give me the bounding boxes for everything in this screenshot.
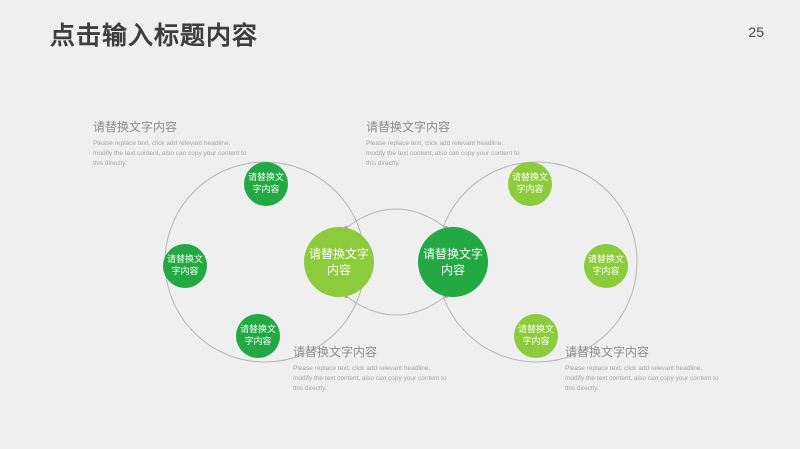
text-block-heading: 请替换文字内容	[366, 120, 451, 134]
satellite-node-left-bottom[interactable]: 请替换文字内容	[236, 314, 280, 358]
satellite-node-label: 请替换文字内容	[239, 324, 276, 347]
text-block-body: Please replace text, click add relevant …	[366, 140, 520, 167]
center-node-label: 请替换文字内容	[422, 246, 483, 277]
center-node-label: 请替换文字内容	[308, 246, 369, 277]
satellite-node-label: 请替换文字内容	[166, 254, 203, 277]
center-node-left[interactable]: 请替换文字内容	[304, 227, 374, 297]
text-block-heading: 请替换文字内容	[93, 120, 178, 134]
center-node-right[interactable]: 请替换文字内容	[418, 227, 488, 297]
text-block-body: Please replace text, click add relevant …	[293, 365, 447, 392]
text-block-top-center: 请替换文字内容 Please replace text, click add r…	[366, 118, 521, 169]
text-block-top-left: 请替换文字内容 Please replace text, click add r…	[93, 118, 248, 169]
satellite-node-label: 请替换文字内容	[511, 172, 548, 195]
page-number: 25	[748, 24, 764, 40]
text-block-body: Please replace text, click add relevant …	[565, 365, 719, 392]
satellite-node-left-middle[interactable]: 请替换文字内容	[163, 244, 207, 288]
text-block-body: Please replace text, click add relevant …	[93, 140, 247, 167]
satellite-node-label: 请替换文字内容	[587, 254, 624, 277]
top-connector-arc	[345, 208, 447, 229]
bottom-connector-arc	[345, 295, 447, 316]
text-block-heading: 请替换文字内容	[293, 345, 378, 359]
satellite-node-right-middle[interactable]: 请替换文字内容	[584, 244, 628, 288]
text-block-bottom-center: 请替换文字内容 Please replace text, click add r…	[293, 343, 448, 394]
text-block-heading: 请替换文字内容	[565, 345, 650, 359]
satellite-node-right-top[interactable]: 请替换文字内容	[508, 162, 552, 206]
text-block-bottom-right: 请替换文字内容 Please replace text, click add r…	[565, 343, 720, 394]
satellite-node-label: 请替换文字内容	[517, 324, 554, 347]
page-title: 点击输入标题内容	[50, 21, 259, 50]
satellite-node-left-top[interactable]: 请替换文字内容	[244, 162, 288, 206]
satellite-node-right-bottom[interactable]: 请替换文字内容	[514, 314, 558, 358]
satellite-node-label: 请替换文字内容	[247, 172, 284, 195]
